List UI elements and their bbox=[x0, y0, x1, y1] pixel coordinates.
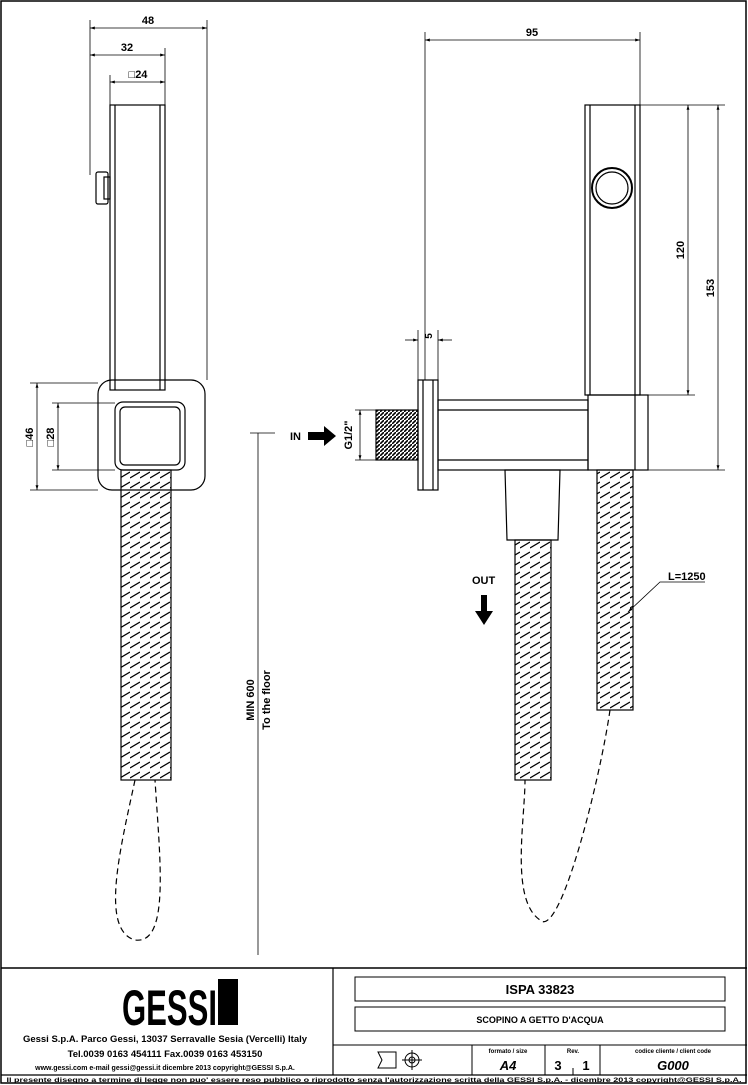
dim-95: 95 bbox=[526, 27, 538, 39]
product-code: ISPA 33823 bbox=[506, 982, 575, 997]
dim-153: 153 bbox=[705, 279, 717, 297]
gessi-logo: GESSI bbox=[122, 979, 238, 1036]
handle-body bbox=[109, 104, 166, 391]
inlet-arrow-icon bbox=[308, 426, 336, 446]
button-circle bbox=[591, 167, 633, 209]
rev-major: 3 bbox=[554, 1058, 561, 1073]
dim-square-46: □46 bbox=[24, 428, 36, 447]
handle-body-side bbox=[584, 104, 641, 396]
format-value: A4 bbox=[499, 1058, 517, 1073]
title-block bbox=[1, 967, 747, 1076]
button bbox=[95, 171, 109, 205]
wall-plate bbox=[417, 379, 439, 491]
dim-120: 120 bbox=[675, 241, 687, 259]
outlet-arrow-icon bbox=[475, 595, 493, 625]
hose-right bbox=[596, 469, 634, 711]
hose-left bbox=[120, 469, 172, 781]
bracket-square bbox=[114, 401, 186, 471]
inlet-label: IN bbox=[290, 431, 301, 443]
to-floor-label: To the floor bbox=[261, 669, 273, 729]
hose-loop-left bbox=[114, 779, 161, 941]
dim-square-28: □28 bbox=[45, 428, 57, 447]
hose-length-label: L=1250 bbox=[668, 571, 706, 583]
min-height-label: MIN 600 bbox=[245, 679, 257, 721]
thread bbox=[375, 409, 419, 461]
dim-square-24: □24 bbox=[129, 69, 149, 81]
outlet-label: OUT bbox=[472, 575, 496, 587]
svg-text:GESSI: GESSI bbox=[122, 980, 217, 1036]
projection-symbol-icon bbox=[377, 1051, 397, 1069]
outlet-nozzle bbox=[504, 469, 561, 541]
client-code-value: G000 bbox=[657, 1058, 690, 1073]
hose-loop-right bbox=[520, 709, 611, 923]
company-web: www.gessi.com e-mail gessi@gessi.it dice… bbox=[34, 1065, 295, 1072]
dim-32: 32 bbox=[121, 42, 133, 54]
company-address: Gessi S.p.A. Parco Gessi, 13037 Serraval… bbox=[23, 1034, 308, 1045]
company-phone: Tel.0039 0163 454111 Fax.0039 0163 45315… bbox=[68, 1049, 263, 1060]
side-view bbox=[355, 32, 725, 923]
rev-minor: 1 bbox=[582, 1058, 589, 1073]
product-name: SCOPINO A GETTO D'ACQUA bbox=[476, 1015, 604, 1025]
thread-label: G1/2" bbox=[343, 420, 355, 449]
client-code-label: codice cliente / client code bbox=[635, 1049, 712, 1055]
disclaimer: Il presente disegno a termine di legge n… bbox=[7, 1077, 742, 1084]
hose-outlet bbox=[514, 539, 552, 781]
format-label: formato / size bbox=[489, 1049, 528, 1055]
rev-label: Rev. bbox=[567, 1049, 580, 1055]
front-view bbox=[30, 20, 275, 955]
dim-48: 48 bbox=[142, 15, 154, 27]
dim-5: 5 bbox=[424, 333, 435, 339]
connector bbox=[587, 394, 649, 471]
